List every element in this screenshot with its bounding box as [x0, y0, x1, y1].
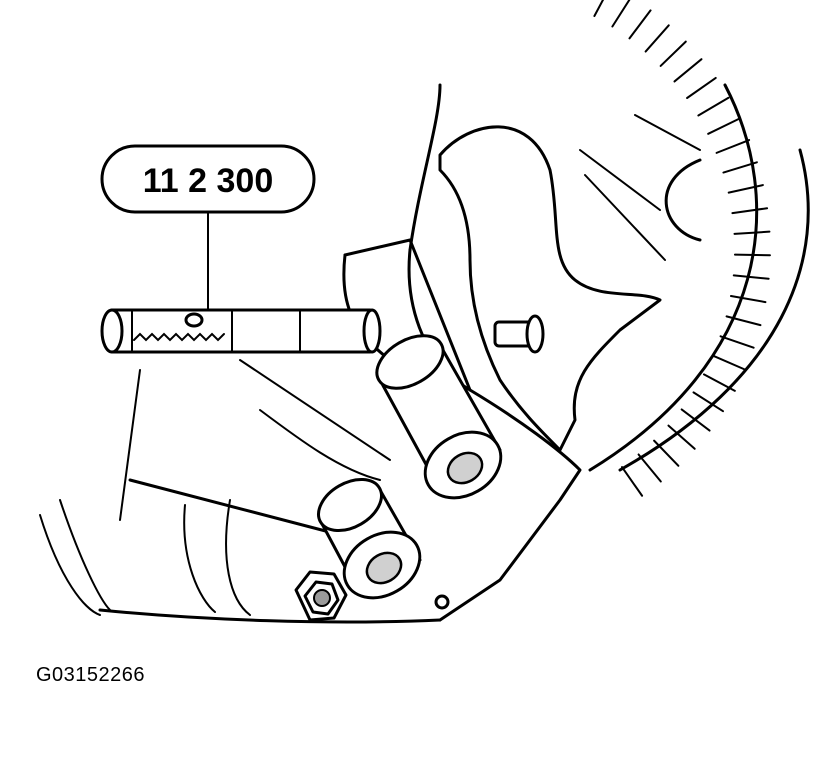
tool-number-callout: 11 2 300 [100, 144, 316, 214]
lower-bushing [317, 477, 422, 600]
engine-housing-plate [39, 83, 662, 624]
gear-tooth [667, 424, 696, 450]
gear-tooth [712, 354, 747, 371]
gear-tooth [653, 439, 680, 467]
gear-tooth [731, 207, 769, 215]
gear-tooth [707, 117, 741, 135]
gear-tooth [725, 315, 762, 327]
gear-tooth [732, 274, 770, 280]
gear-tooth [593, 0, 605, 18]
gear-tooth [697, 96, 730, 117]
gear-tooth [715, 139, 751, 154]
gear-tooth [659, 40, 687, 67]
gear-tooth [733, 230, 771, 235]
gear-tooth [644, 24, 670, 53]
tool-number-label: 11 2 300 [143, 162, 273, 200]
locating-pin-tool-icon [100, 308, 382, 354]
gear-tooth [719, 335, 755, 349]
gear-tooth [702, 373, 736, 392]
gear-tooth [692, 391, 725, 413]
upper-bushing [375, 334, 503, 500]
figure-id: G03152266 [36, 664, 146, 686]
gear-tooth [729, 295, 767, 304]
flywheel-ring-gear-icon [579, 0, 810, 497]
locating-pin-in-flywheel [493, 314, 545, 354]
leader-lines [207, 211, 391, 461]
hex-nut-icon [294, 570, 348, 622]
gear-tooth [727, 184, 764, 194]
gear-tooth [680, 408, 711, 432]
gear-tooth [620, 466, 644, 497]
gear-tooth [722, 161, 758, 174]
gear-tooth [673, 58, 703, 83]
gear-tooth [733, 253, 771, 257]
gear-tooth [611, 0, 631, 28]
gear-tooth [637, 453, 662, 483]
gear-tooth [686, 76, 717, 100]
gear-tooth [628, 9, 652, 40]
